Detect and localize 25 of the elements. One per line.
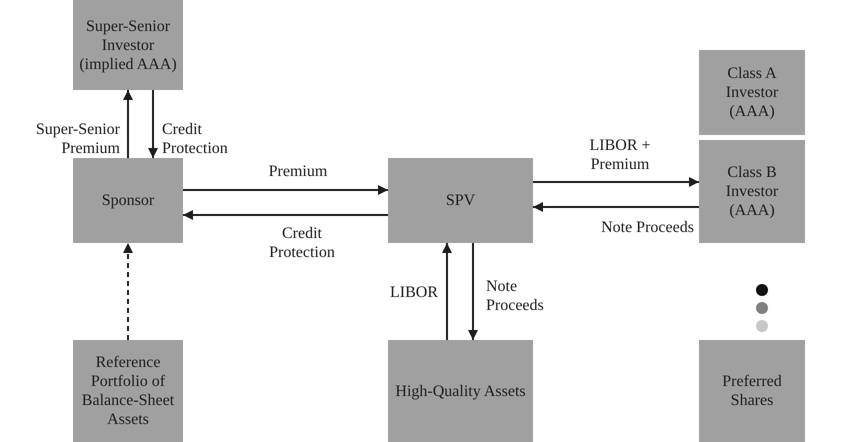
entity-label: Class A Investor (AAA): [724, 64, 780, 121]
entity-box: [73, 0, 183, 90]
arrow: [533, 177, 699, 187]
entity-label: Preferred Shares: [721, 372, 783, 410]
entity-box: [699, 140, 805, 243]
entity-label: High-Quality Assets: [395, 382, 526, 400]
entity-box: [73, 340, 183, 442]
arrow: [442, 243, 452, 340]
arrow: [123, 243, 133, 340]
entity-label: Sponsor: [102, 191, 154, 210]
entity-box: [73, 158, 183, 243]
entity-label: Class B Investor (AAA): [724, 163, 780, 220]
entity-label: Super-Senior Investor (implied AAA): [78, 16, 178, 74]
entity-box: [699, 340, 805, 442]
entity-label: Reference Portfolio of Balance-Sheet Assets: [80, 353, 176, 429]
entity-box: [699, 50, 805, 135]
entity-label: SPV: [446, 191, 476, 210]
arrow: [183, 185, 388, 195]
arrow: [468, 243, 478, 340]
entity-box: [388, 340, 533, 442]
entity-box: [388, 158, 533, 243]
arrow: [533, 202, 699, 212]
arrow: [183, 210, 388, 220]
arrow: [148, 90, 158, 158]
arrow: [123, 90, 133, 158]
